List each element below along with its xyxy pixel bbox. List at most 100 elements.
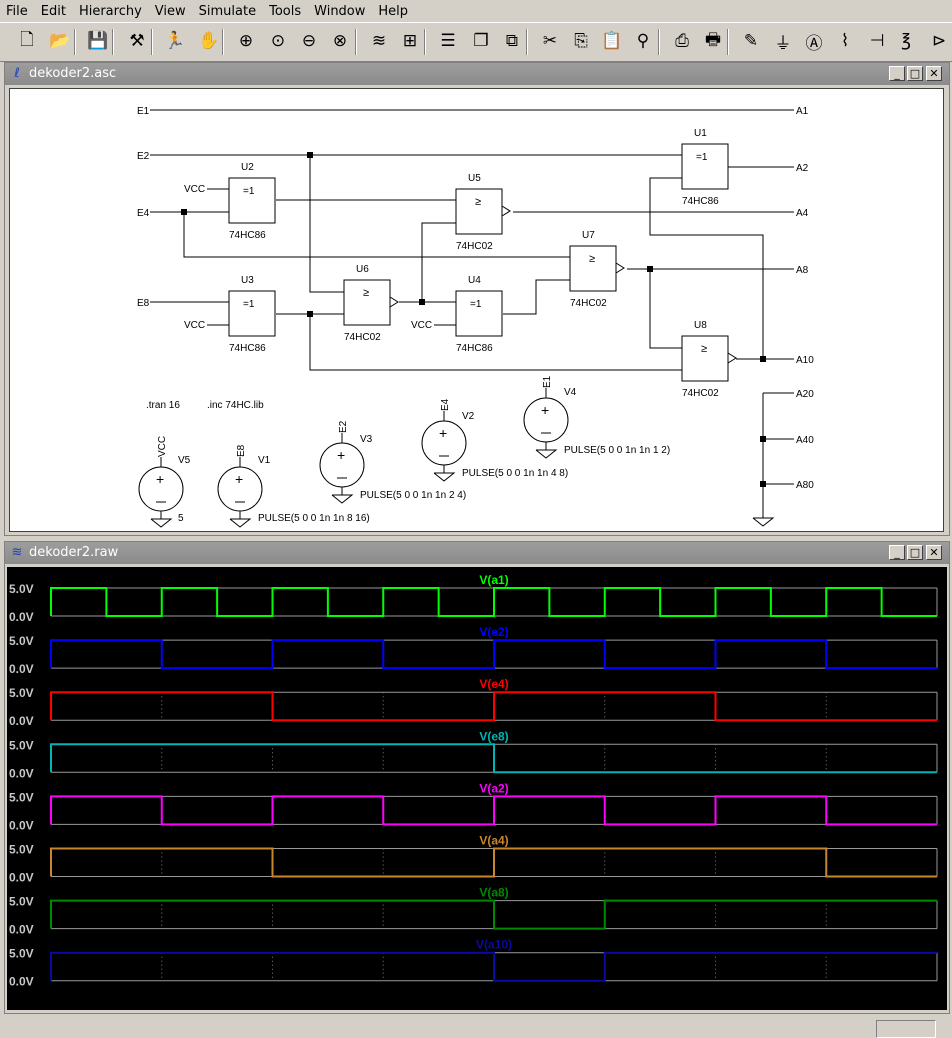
open-icon[interactable]: 📂 xyxy=(49,31,71,51)
junction-dot xyxy=(419,299,425,305)
nor-bubble xyxy=(501,205,511,217)
cut-icon[interactable]: ✂ xyxy=(542,31,558,51)
menu-help[interactable]: Help xyxy=(378,3,409,19)
cascade-icon[interactable]: ❐ xyxy=(473,31,489,51)
close-button[interactable]: ✕ xyxy=(926,545,942,560)
menu-tools[interactable]: Tools xyxy=(269,3,302,19)
zoom-in-icon[interactable]: ⊕ xyxy=(238,31,254,51)
source-ref-v5: V5 xyxy=(178,455,191,466)
new-schematic-icon[interactable]: 🗋 xyxy=(20,29,34,50)
ground-icon[interactable]: ⏚ xyxy=(774,33,792,54)
waveform-icon: ≋ xyxy=(11,545,23,560)
label-icon[interactable]: Ⓐ xyxy=(805,33,823,54)
schematic-titlebar[interactable]: ℓ dekoder2.asc _ □ ✕ xyxy=(5,63,949,85)
resistor-icon[interactable]: ⌇ xyxy=(840,31,850,51)
print-icon[interactable]: 🖶 xyxy=(704,29,722,50)
paste-icon[interactable]: 📋 xyxy=(601,31,623,51)
gate-type-u6: 74HC02 xyxy=(344,332,381,343)
maximize-button[interactable]: □ xyxy=(907,66,923,81)
y-tick-high: 5.0V xyxy=(9,738,34,752)
menu-edit[interactable]: Edit xyxy=(40,3,66,19)
draw-wire-icon[interactable]: ✎ xyxy=(743,31,759,51)
series-label: V(e8) xyxy=(479,729,508,743)
vcc-label-2: VCC xyxy=(411,320,432,331)
find-icon[interactable]: ⚲ xyxy=(636,31,650,51)
zoom-out-icon[interactable]: ⊖ xyxy=(301,31,317,51)
toolbar-separator xyxy=(727,29,729,55)
ground-symbol xyxy=(535,449,558,459)
gate-type-u3: 74HC86 xyxy=(229,343,266,354)
waveform-trace xyxy=(50,899,937,930)
menu-hierarchy[interactable]: Hierarchy xyxy=(78,3,142,19)
waveform-trace xyxy=(50,639,937,670)
source-node-v1: E8 xyxy=(236,444,247,457)
menu-window[interactable]: Window xyxy=(314,3,366,19)
toolbar-separator xyxy=(222,29,224,55)
y-tick-low: 0.0V xyxy=(9,871,34,885)
waveform-titlebar[interactable]: ≋ dekoder2.raw _ □ ✕ xyxy=(5,542,949,564)
run-icon[interactable]: 🏃 xyxy=(164,31,186,51)
waveform-trace xyxy=(50,795,937,826)
y-tick-low: 0.0V xyxy=(9,766,34,780)
halt-icon[interactable]: ✋ xyxy=(198,31,220,51)
source-plus: + xyxy=(337,447,345,463)
save-icon[interactable]: 💾 xyxy=(87,31,109,51)
autorange-icon[interactable]: ≋ xyxy=(371,31,387,51)
gate-u5 xyxy=(455,188,503,235)
gate-type-u4: 74HC86 xyxy=(456,343,493,354)
close-window-icon[interactable]: ⧉ xyxy=(505,31,519,51)
gate-type-u5: 74HC02 xyxy=(456,241,493,252)
toolbar-separator xyxy=(112,29,114,55)
source-ref-v1: V1 xyxy=(258,455,271,466)
junction-dot xyxy=(181,209,187,215)
y-tick-low: 0.0V xyxy=(9,714,34,728)
source-value-v3: PULSE(5 0 0 1n 1n 2 4) xyxy=(360,490,466,501)
netlist-icon[interactable]: ⊞ xyxy=(402,31,418,51)
copy-icon[interactable]: ⎘ xyxy=(574,31,588,51)
output-label-a80: A80 xyxy=(796,480,814,491)
zoom-pan-icon[interactable]: ⊙ xyxy=(270,31,286,51)
schematic-title: dekoder2.asc xyxy=(29,66,117,81)
control-panel-icon[interactable]: ⚒ xyxy=(129,31,145,51)
tile-icon[interactable]: ☰ xyxy=(440,31,456,51)
source-node-v5: VCC xyxy=(157,436,168,457)
wire xyxy=(309,155,344,293)
gate-symbol-u3: =1 xyxy=(243,299,255,310)
junction-dot xyxy=(760,436,766,442)
menu-file[interactable]: File xyxy=(6,3,28,19)
menu-view[interactable]: View xyxy=(154,3,186,19)
menu-simulate[interactable]: Simulate xyxy=(198,3,257,19)
gate-ref-u3: U3 xyxy=(241,275,254,286)
series-label: V(a2) xyxy=(479,781,508,795)
gate-symbol-u1: =1 xyxy=(696,152,708,163)
gate-symbol-u4: =1 xyxy=(470,299,482,310)
gate-ref-u5: U5 xyxy=(468,173,481,184)
minimize-button[interactable]: _ xyxy=(889,545,905,560)
ground-symbol xyxy=(229,518,252,528)
output-label-a4: A4 xyxy=(796,208,809,219)
source-plus: + xyxy=(235,471,243,487)
close-button[interactable]: ✕ xyxy=(926,66,942,81)
maximize-button[interactable]: □ xyxy=(907,545,923,560)
gate-u8 xyxy=(681,335,729,382)
y-tick-low: 0.0V xyxy=(9,662,34,676)
minimize-button[interactable]: _ xyxy=(889,66,905,81)
y-tick-high: 5.0V xyxy=(9,843,34,857)
source-plus: + xyxy=(541,402,549,418)
y-tick-low: 0.0V xyxy=(9,975,34,989)
gate-u4 xyxy=(455,290,503,337)
zoom-cancel-icon[interactable]: ⊗ xyxy=(332,31,348,51)
ltspice-schematic-icon: ℓ xyxy=(14,66,20,81)
gate-u7 xyxy=(569,245,617,292)
wire xyxy=(309,314,682,371)
diode-icon[interactable]: ⊳ xyxy=(931,31,947,51)
print-setup-icon[interactable]: ⎙ xyxy=(675,31,689,51)
gate-ref-u8: U8 xyxy=(694,320,707,331)
capacitor-icon[interactable]: ⊣ xyxy=(869,31,885,51)
inductor-icon[interactable]: ℥ xyxy=(901,31,911,51)
junction-dot xyxy=(760,356,766,362)
gate-ref-u6: U6 xyxy=(356,264,369,275)
source-node-v2: E4 xyxy=(440,398,451,411)
